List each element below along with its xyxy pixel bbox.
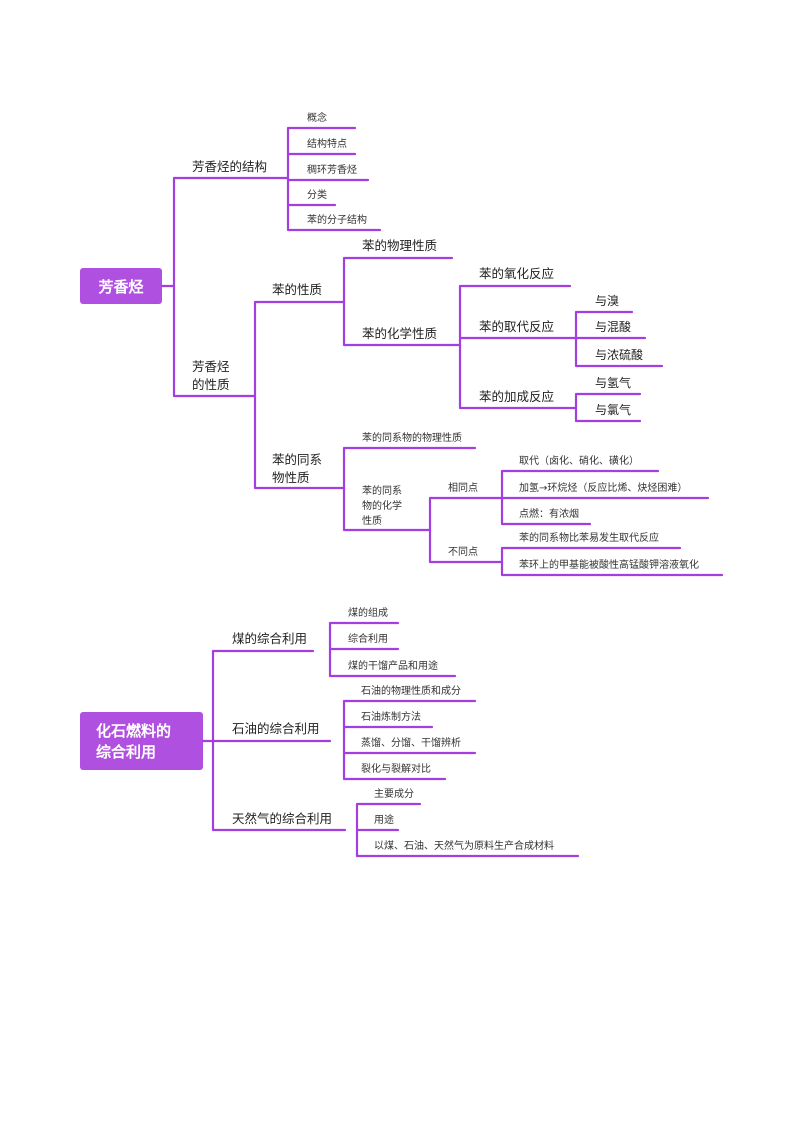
- same-item-combustion[interactable]: 点燃：有浓烟: [519, 507, 579, 520]
- structure-item-benzene-molecule[interactable]: 苯的分子结构: [307, 213, 367, 226]
- node-homologs-chemical[interactable]: 苯的同系 物的化学 性质: [362, 484, 402, 527]
- edge-coal-to-items: [328, 621, 457, 678]
- node-structure[interactable]: 芳香烃的结构: [190, 159, 290, 180]
- node-diff-points[interactable]: 不同点: [448, 546, 478, 558]
- edge-oil-to-items: [342, 699, 477, 781]
- gas-item-synthetic-materials[interactable]: 以煤、石油、天然气为原料生产合成材料: [374, 839, 554, 852]
- structure-item-features[interactable]: 结构特点: [307, 137, 347, 150]
- oil-item-refining[interactable]: 石油炼制方法: [361, 710, 421, 723]
- edge-properties-to-children: [246, 300, 346, 490]
- gas-item-components[interactable]: 主要成分: [374, 788, 414, 800]
- node-benzene-addition[interactable]: 苯的加成反应: [479, 389, 554, 404]
- structure-item-concept[interactable]: 概念: [307, 111, 327, 124]
- node-properties[interactable]: 芳香烃 的性质: [192, 359, 230, 392]
- edge-same-to-items: [500, 469, 710, 526]
- root-node-box: [80, 712, 203, 770]
- edge-substitution-to-items: [574, 310, 664, 368]
- node-homologs-chemical-line3: 性质: [362, 514, 382, 527]
- same-item-substitution[interactable]: 取代（卤化、硝化、磺化）: [519, 454, 639, 467]
- node-benzene-oxidation[interactable]: 苯的氧化反应: [479, 266, 554, 281]
- addition-item-hydrogen[interactable]: 与氢气: [595, 375, 631, 390]
- edge-root2-to-level1: [201, 649, 347, 832]
- node-homologs-physical[interactable]: 苯的同系物的物理性质: [362, 431, 462, 444]
- oil-item-physical-properties[interactable]: 石油的物理性质和成分: [361, 684, 461, 697]
- root-node-label-line2: 综合利用: [96, 743, 156, 761]
- node-coal[interactable]: 煤的综合利用: [232, 631, 307, 646]
- node-homologs-label-line2: 物性质: [272, 470, 310, 485]
- edge-benzene-chemical-to-reactions: [458, 284, 578, 410]
- coal-item-utilization[interactable]: 综合利用: [348, 632, 388, 645]
- node-properties-label-line2: 的性质: [192, 377, 230, 392]
- root-node-aromatic-hydrocarbons[interactable]: 芳香烃: [80, 268, 162, 304]
- node-benzene-chemical[interactable]: 苯的化学性质: [362, 326, 437, 341]
- coal-item-dry-distillation[interactable]: 煤的干馏产品和用途: [348, 659, 438, 672]
- root-node-label: 芳香烃: [98, 278, 143, 296]
- oil-item-distillation-comparison[interactable]: 蒸馏、分馏、干馏辨析: [361, 736, 461, 749]
- node-benzene-properties-label: 苯的性质: [272, 282, 322, 297]
- oil-item-cracking[interactable]: 裂化与裂解对比: [361, 762, 431, 775]
- node-homologs-chemical-line1: 苯的同系: [362, 484, 402, 497]
- substitution-item-bromine[interactable]: 与溴: [595, 294, 619, 308]
- mind-map-aromatic-hydrocarbons: 芳香烃 芳香烃的结构 概念 结构特点 稠环芳香烃 分类 苯的分子结构 芳香烃 的…: [80, 111, 724, 577]
- node-homologs-chemical-line2: 物的化学: [362, 499, 402, 512]
- node-homologs-label-line1: 苯的同系: [272, 452, 322, 467]
- coal-item-composition[interactable]: 煤的组成: [348, 606, 388, 619]
- same-item-hydrogenation[interactable]: 加氢→环烷烃（反应比烯、炔烃困难）: [519, 481, 687, 494]
- node-benzene-properties[interactable]: 苯的性质: [272, 282, 322, 297]
- node-homologs[interactable]: 苯的同系 物性质: [272, 452, 322, 485]
- root-node-label-line1: 化石燃料的: [96, 722, 171, 740]
- diff-item-methyl-oxidized[interactable]: 苯环上的甲基能被酸性高锰酸钾溶液氧化: [519, 558, 699, 571]
- edge-diff-to-items: [500, 546, 724, 577]
- substitution-item-mixed-acid[interactable]: 与混酸: [595, 319, 631, 334]
- node-oil[interactable]: 石油的综合利用: [232, 721, 320, 736]
- node-same-points[interactable]: 相同点: [448, 481, 478, 494]
- edge-structure-to-items: [286, 126, 382, 232]
- node-properties-label-line1: 芳香烃: [192, 359, 230, 374]
- structure-item-fused-ring[interactable]: 稠环芳香烃: [307, 163, 357, 176]
- root-node-box: [80, 268, 162, 304]
- edge-root-to-level1: [160, 176, 250, 398]
- addition-item-chlorine[interactable]: 与氯气: [595, 402, 631, 417]
- node-benzene-physical[interactable]: 苯的物理性质: [362, 238, 437, 253]
- edge-gas-to-items: [355, 802, 580, 858]
- node-structure-label: 芳香烃的结构: [192, 159, 267, 174]
- diff-item-substitution-easier[interactable]: 苯的同系物比苯易发生取代反应: [519, 531, 659, 544]
- root-node-fossil-fuels[interactable]: 化石燃料的 综合利用: [80, 712, 203, 770]
- structure-item-classification[interactable]: 分类: [307, 188, 327, 201]
- edge-benzene-properties-to-children: [342, 256, 462, 347]
- gas-item-uses[interactable]: 用途: [374, 813, 394, 826]
- substitution-item-sulfuric-acid[interactable]: 与浓硫酸: [595, 347, 643, 362]
- mind-map-fossil-fuels: 化石燃料的 综合利用 煤的综合利用 煤的组成 综合利用 煤的干馏产品和用途 石油…: [80, 606, 580, 858]
- edge-chemical-to-same-diff: [428, 496, 504, 564]
- node-gas[interactable]: 天然气的综合利用: [232, 811, 332, 826]
- edge-addition-to-items: [574, 392, 642, 423]
- node-benzene-substitution[interactable]: 苯的取代反应: [479, 319, 554, 334]
- edge-homologs-to-children: [342, 446, 477, 532]
